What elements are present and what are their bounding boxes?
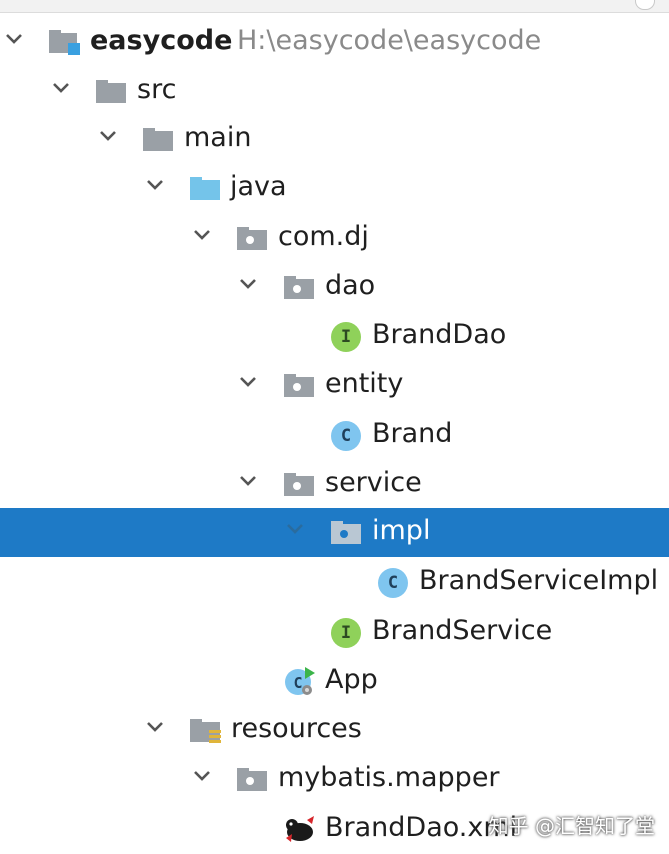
module-icon: [49, 30, 80, 55]
tree-label-brand-service: BrandService: [372, 615, 553, 646]
tree-row-brand-dao[interactable]: I BrandDao: [0, 312, 669, 361]
tree-label-service: service: [325, 467, 422, 498]
mybatis-xml-icon: [286, 816, 314, 842]
tree-row-com-dj[interactable]: com.dj: [0, 214, 669, 263]
tree-label-resources: resources: [231, 713, 362, 744]
tree-label-easycode: easycode: [90, 25, 233, 56]
class-icon: C: [378, 568, 408, 598]
tree-row-entity[interactable]: entity: [0, 361, 669, 410]
chevron-down-icon[interactable]: [192, 766, 212, 786]
package-icon: [284, 276, 314, 299]
tree-row-resources[interactable]: resources: [0, 706, 669, 755]
tree-label-main: main: [184, 122, 252, 153]
tree-label-brand-dao-xml: BrandDao.xml: [325, 812, 518, 843]
tree-label-brand: Brand: [372, 418, 453, 449]
chevron-down-icon[interactable]: [98, 126, 118, 146]
tree-row-main[interactable]: main: [0, 115, 669, 164]
tree-label-impl: impl: [372, 515, 431, 546]
package-icon: [284, 374, 314, 397]
folder-icon: [143, 128, 173, 151]
chevron-down-icon[interactable]: [4, 29, 24, 49]
chevron-down-icon[interactable]: [145, 175, 165, 195]
window-top-strip: [0, 0, 669, 13]
tree-label-dao: dao: [325, 270, 376, 301]
package-icon: [237, 768, 267, 791]
folder-icon: [96, 80, 126, 103]
tree-label-java: java: [230, 171, 287, 202]
chevron-down-icon[interactable]: [238, 274, 258, 294]
tree-row-app[interactable]: C App: [0, 657, 669, 706]
watermark: 知乎 @汇智知了堂: [488, 814, 655, 838]
tree-row-service[interactable]: service: [0, 460, 669, 509]
chevron-down-icon[interactable]: [51, 78, 71, 98]
package-icon: [284, 473, 314, 496]
tree-label-brand-dao: BrandDao: [372, 319, 507, 350]
class-icon: C: [331, 421, 361, 451]
tree-row-dao[interactable]: dao: [0, 263, 669, 312]
app-run-icon: C: [285, 667, 315, 695]
svg-text:C: C: [293, 674, 302, 692]
tree-row-java[interactable]: java: [0, 164, 669, 213]
package-icon: [237, 227, 267, 250]
tree-row-brand[interactable]: C Brand: [0, 411, 669, 460]
chevron-down-icon[interactable]: [285, 519, 305, 539]
tree-row-brand-service[interactable]: I BrandService: [0, 608, 669, 657]
tree-row-easycode[interactable]: easycode H:\easycode\easycode: [0, 18, 669, 67]
package-icon: [331, 521, 361, 544]
tree-row-brand-service-impl[interactable]: C BrandServiceImpl: [0, 558, 669, 607]
tree-row-mybatis-mapper[interactable]: mybatis.mapper: [0, 755, 669, 804]
chevron-down-icon[interactable]: [238, 372, 258, 392]
source-folder-icon: [190, 177, 220, 200]
tree-label-entity: entity: [325, 368, 404, 399]
tree-row-src[interactable]: src: [0, 67, 669, 116]
tree-path-easycode: H:\easycode\easycode: [237, 25, 542, 56]
interface-icon: I: [331, 322, 361, 352]
chevron-down-icon[interactable]: [145, 717, 165, 737]
resources-folder-icon: [190, 719, 221, 743]
tree-label-brand-service-impl: BrandServiceImpl: [419, 565, 659, 596]
tree-row-brand-dao-xml[interactable]: BrandDao.xml: [0, 805, 669, 854]
tree-label-com-dj: com.dj: [278, 221, 369, 252]
chevron-down-icon[interactable]: [192, 225, 212, 245]
tree-row-impl[interactable]: impl: [0, 508, 669, 557]
chevron-down-icon[interactable]: [238, 471, 258, 491]
interface-icon: I: [331, 618, 361, 648]
scroll-knob[interactable]: [635, 0, 655, 10]
tree-label-mybatis-mapper: mybatis.mapper: [278, 762, 500, 793]
tree-label-src: src: [137, 74, 177, 105]
tree-label-app: App: [325, 664, 378, 695]
